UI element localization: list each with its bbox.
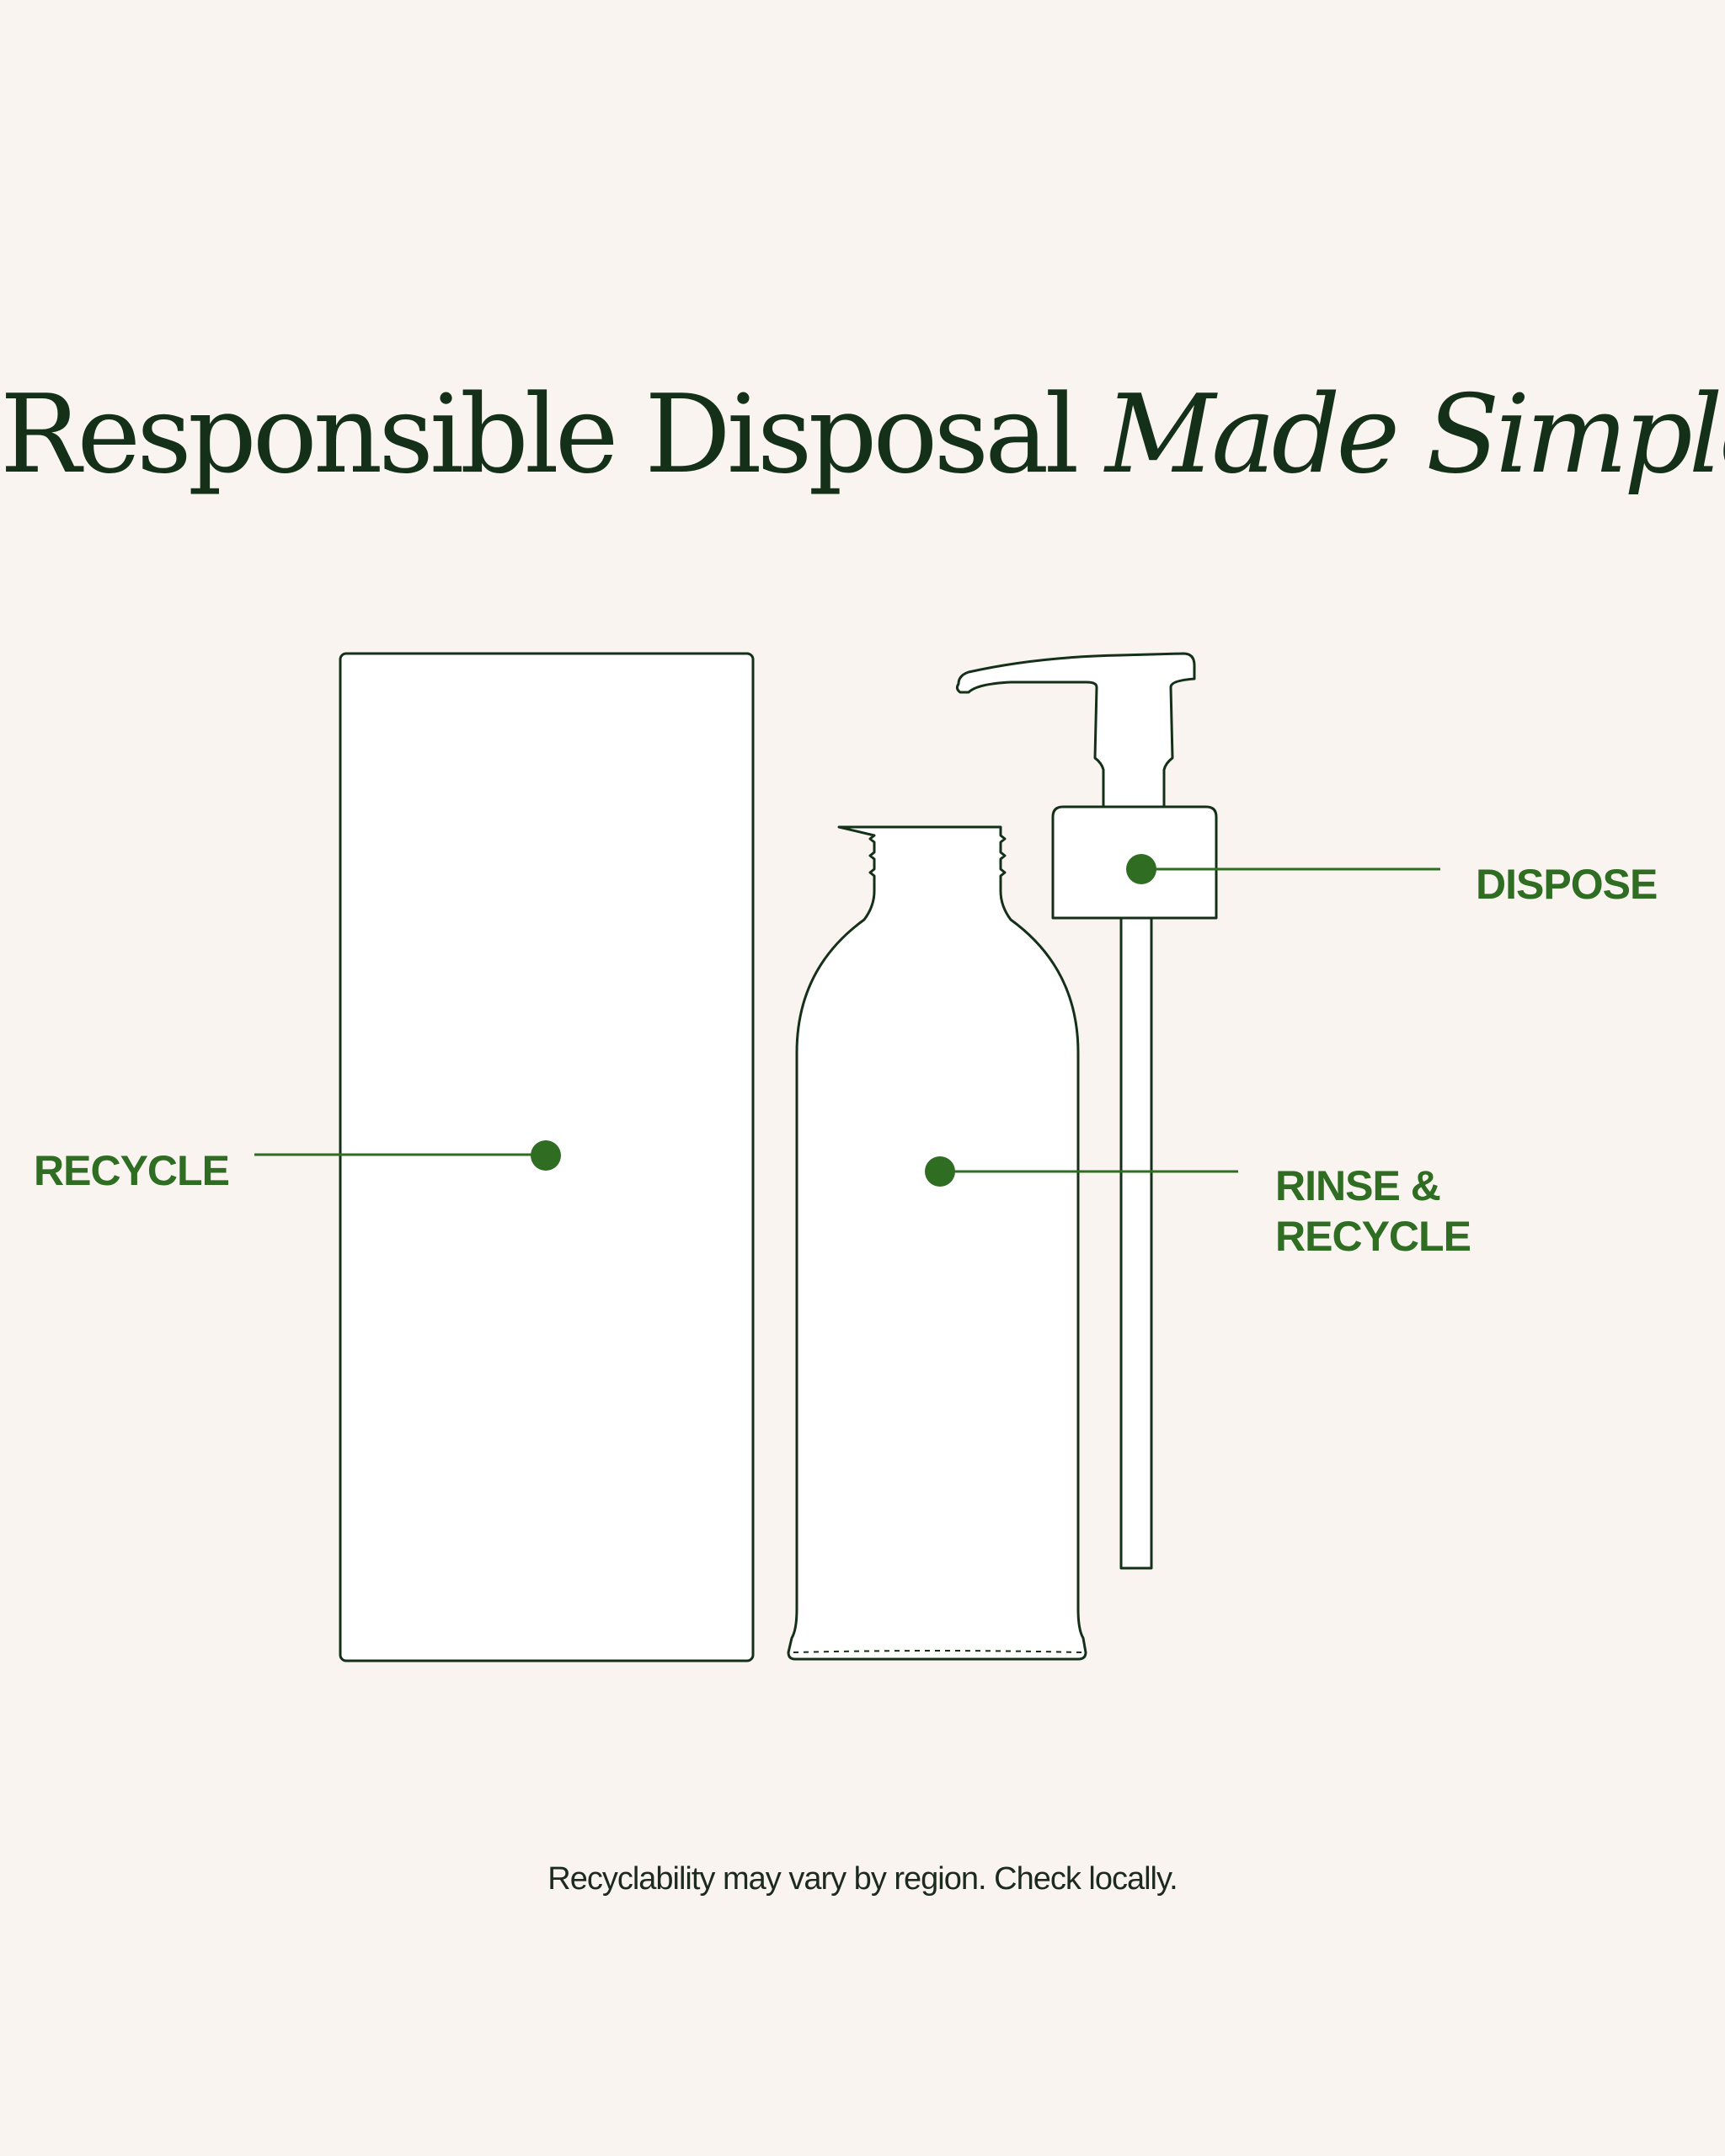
pump-callout-dot	[1126, 854, 1156, 884]
pump-head	[955, 652, 1196, 808]
title-emphasis: Made Simple	[1105, 372, 1725, 498]
pump-dip-tube	[1119, 916, 1153, 1570]
bottle-callout-dot	[925, 1156, 955, 1187]
page-title: Responsible Disposal Made Simple	[0, 371, 1725, 500]
recyclability-footnote: Recyclability may vary by region. Check …	[547, 1861, 1178, 1897]
rinse-recycle-label-line1: RINSE &	[1275, 1162, 1441, 1209]
title-plain: Responsible Disposal	[0, 372, 1079, 498]
rinse-recycle-label-line2: RECYCLE	[1275, 1213, 1471, 1260]
bottle	[787, 825, 1087, 1661]
box-callout-dot	[531, 1140, 561, 1171]
dispose-pump-label: DISPOSE	[1476, 861, 1658, 908]
recycle-box-label: RECYCLE	[34, 1147, 230, 1194]
